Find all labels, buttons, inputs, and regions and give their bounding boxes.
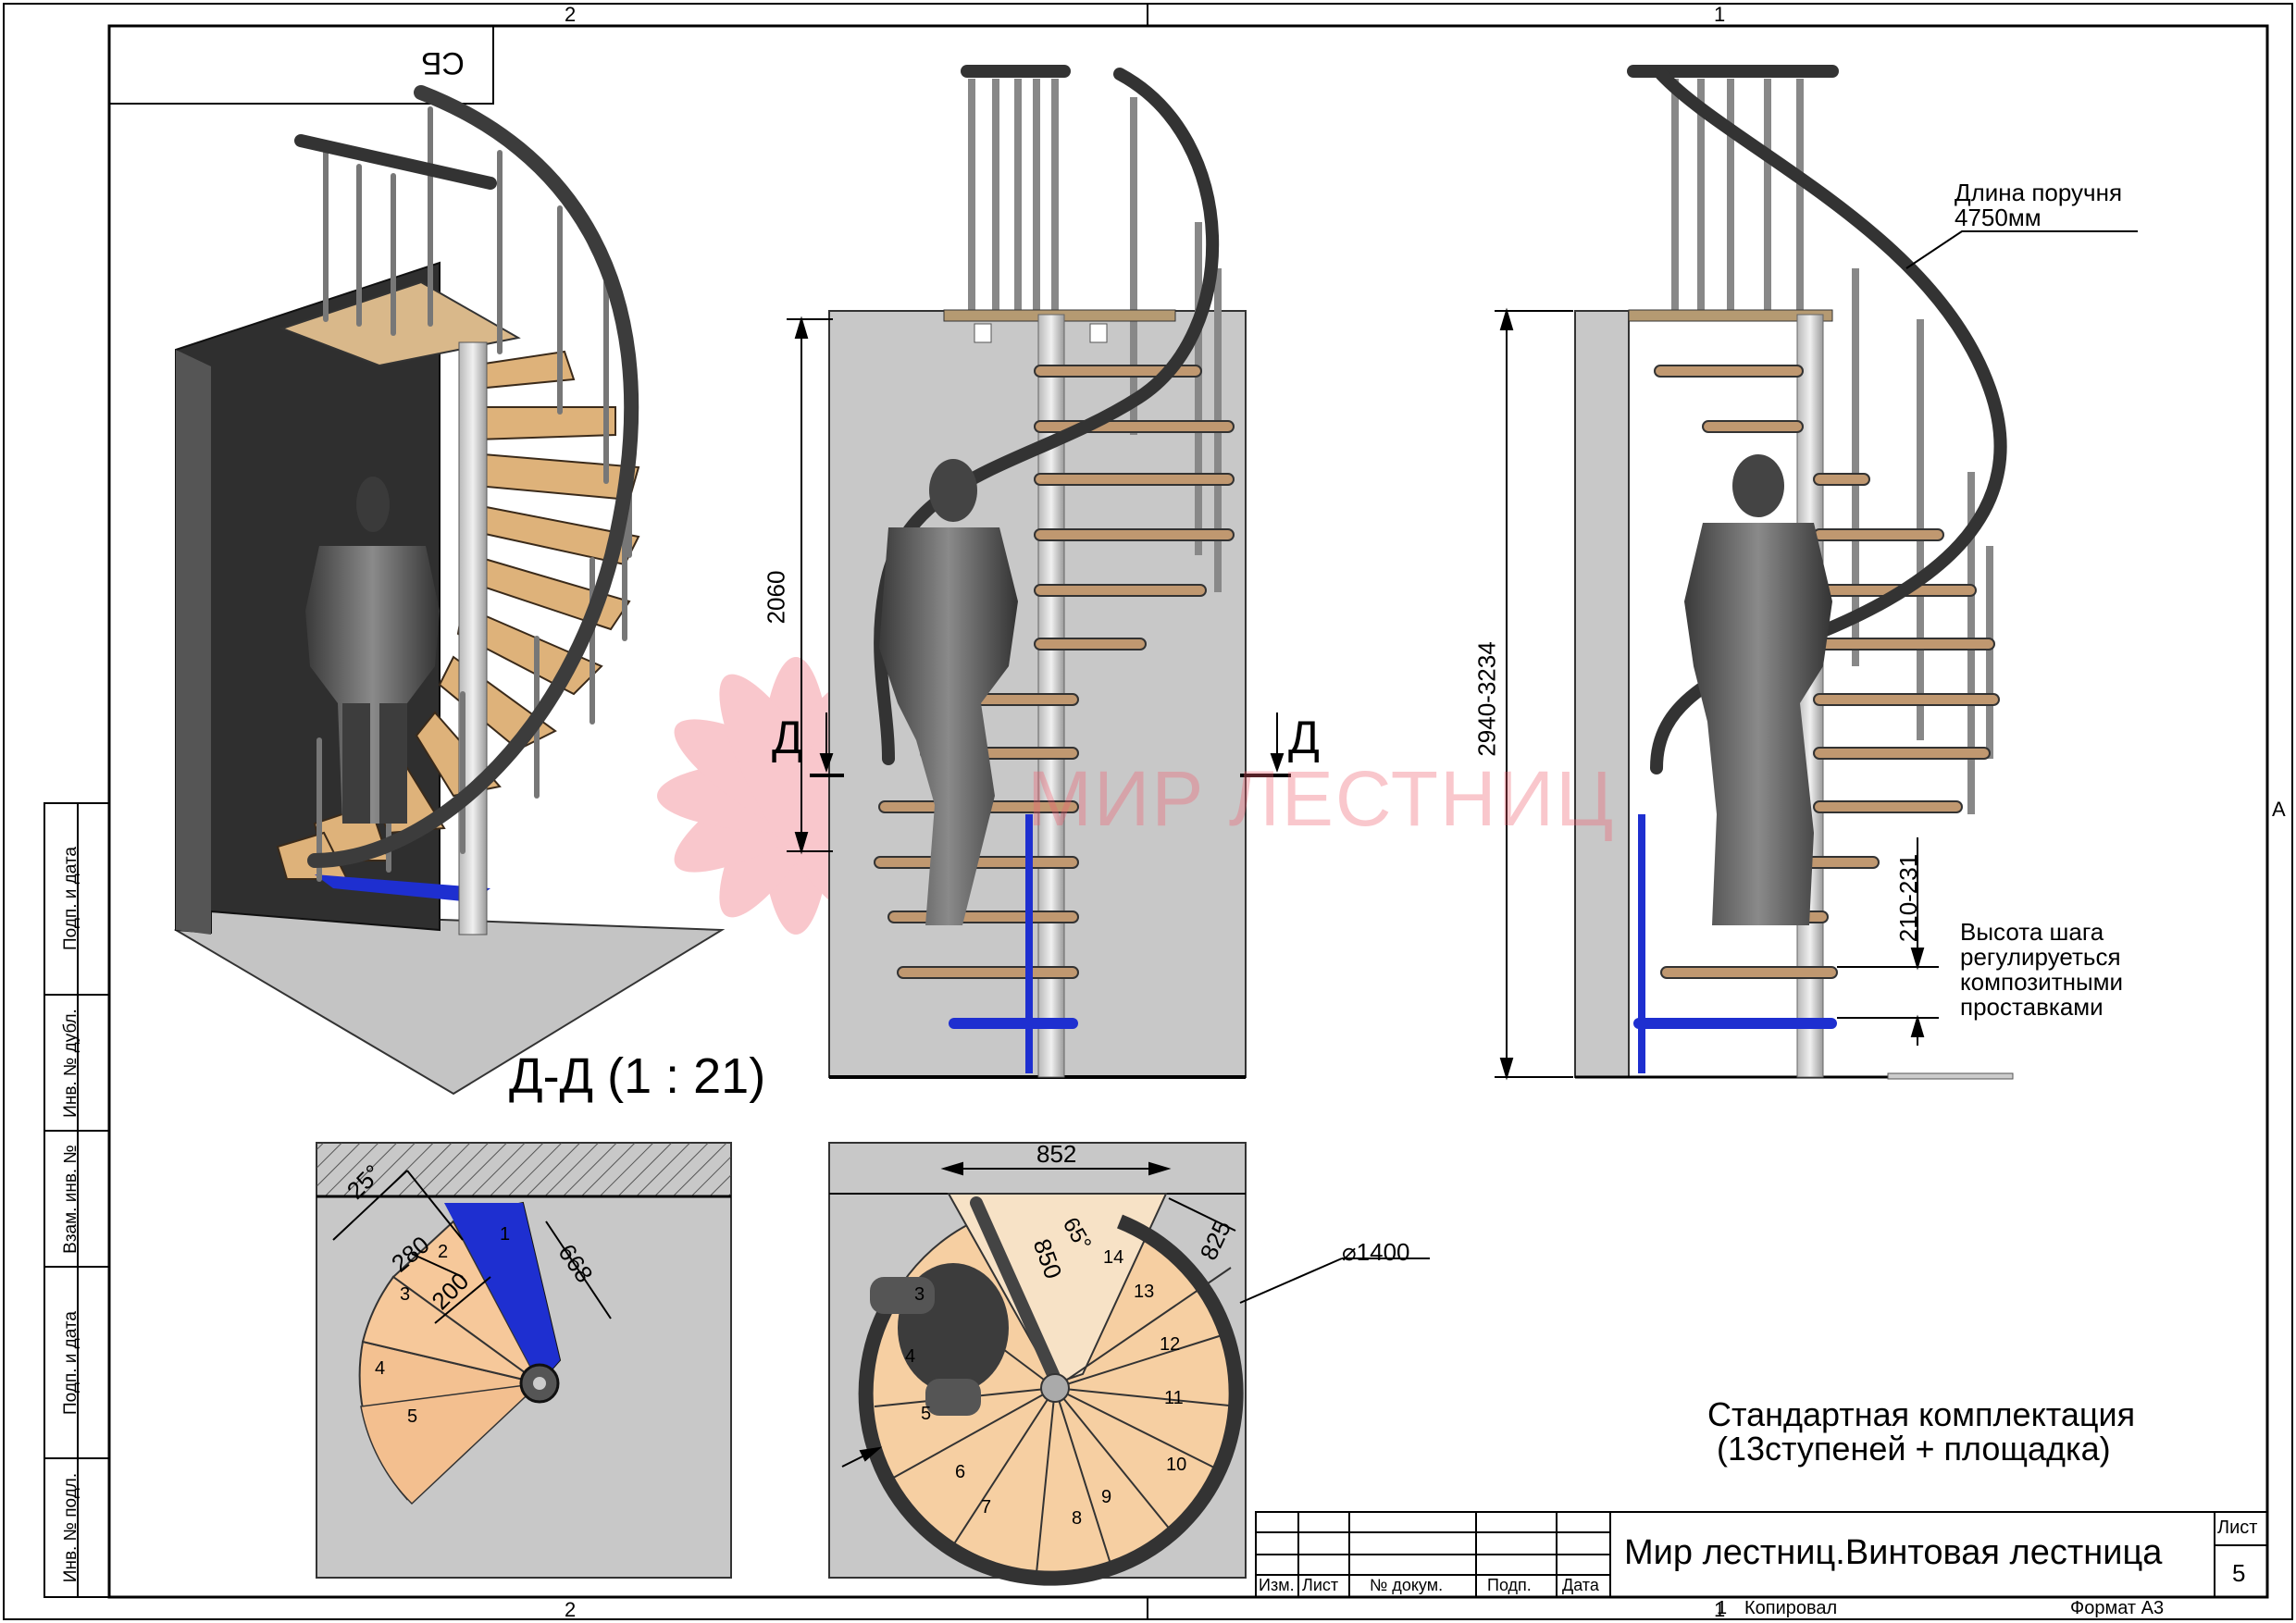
sheet-number: 5 [2232, 1559, 2246, 1587]
plan-view-left [316, 1142, 732, 1579]
step-note-line4: проставками [1960, 993, 2104, 1021]
cut-mark-left: Д [772, 712, 803, 763]
plan-left-step-4: 4 [375, 1358, 386, 1379]
package-line2: (13ступеней + площадка) [1717, 1430, 2111, 1468]
format-label: Формат А3 [2070, 1598, 2165, 1618]
side-stamp-frame [43, 802, 110, 1598]
stamp-field-4: Подп. и дата [61, 1311, 81, 1415]
person-figure-top [870, 1263, 1009, 1416]
col-doc: № докум. [1370, 1576, 1444, 1594]
title-block-frame [1255, 1511, 2268, 1598]
isometric-view [173, 85, 726, 1096]
dimension-lines [787, 230, 2138, 1081]
plan-right-step-9: 9 [1101, 1487, 1112, 1507]
rotated-code: СБ [421, 45, 465, 81]
watermark-text: МИР ЛЕСТНИЦ [1027, 755, 1616, 842]
stamp-field-2: Инв. № дубл. [61, 1009, 81, 1118]
zone-label-side: A [2272, 798, 2286, 821]
plan-right-diameter: ⌀1400 [1342, 1238, 1410, 1266]
zone-label-top-right: 1 [1714, 3, 1726, 26]
plan-right-step-13: 13 [1134, 1282, 1155, 1302]
right-elevation [1574, 65, 2014, 1080]
col-podp: Подп. [1487, 1576, 1532, 1594]
plan-left-step-2: 2 [438, 1242, 449, 1262]
plan-right-step-4: 4 [905, 1346, 916, 1367]
plan-right-dim-852: 852 [1036, 1140, 1077, 1168]
package-line1: Стандартная комплектация [1707, 1395, 2136, 1433]
plan-right-step-12: 12 [1160, 1334, 1181, 1355]
step-note-line1: Высота шага [1960, 918, 2104, 946]
plan-right-step-11: 11 [1164, 1388, 1184, 1408]
person-figure-right [1684, 454, 1832, 925]
col-izm: Изм. [1259, 1576, 1295, 1594]
stamp-field-1: Подп. и дата [61, 847, 81, 950]
plan-right-step-6: 6 [955, 1462, 966, 1482]
dim-2060: 2060 [762, 570, 790, 625]
plan-left-step-1: 1 [500, 1224, 511, 1245]
handrail-note-line1: Длина поручня [1955, 179, 2123, 206]
copy-number: 1 [1717, 1598, 1728, 1618]
plan-right-step-10: 10 [1166, 1455, 1187, 1475]
middle-elevation [828, 65, 1247, 1079]
cut-mark-right: Д [1288, 712, 1320, 763]
stamp-field-5: Инв. № подл. [61, 1472, 81, 1583]
copied-label: Копировал [1744, 1598, 1838, 1618]
dim-2940-3234: 2940-3234 [1472, 641, 1501, 757]
person-figure-middle [879, 459, 1018, 925]
title-block-title: Мир лестниц.Винтовая лестница [1624, 1533, 2163, 1572]
sheet-label: Лист [2217, 1518, 2258, 1538]
step-note-line2: регулируеться [1960, 943, 2121, 971]
plan-right-step-3: 3 [914, 1284, 925, 1305]
dim-210-231: 210-231 [1894, 853, 1923, 943]
step-note-line3: композитными [1960, 968, 2124, 996]
plan-right-step-7: 7 [981, 1497, 992, 1518]
plan-right-step-5: 5 [921, 1404, 932, 1424]
section-label: Д-Д (1 : 21) [509, 1048, 766, 1104]
sheet-frame [3, 3, 2293, 1620]
plan-right-step-8: 8 [1072, 1508, 1083, 1529]
person-figure-iso [305, 477, 440, 824]
stamp-field-3: Взам. инв. № [61, 1145, 81, 1254]
col-list: Лист [1302, 1576, 1339, 1594]
plan-left-step-5: 5 [407, 1406, 418, 1427]
zone-label-bottom-left: 2 [565, 1598, 577, 1621]
zone-label-top-left: 2 [565, 3, 577, 26]
handrail-note-line2: 4750мм [1955, 204, 2042, 231]
zone-label-bottom-right: 1 [1714, 1598, 1726, 1621]
plan-right-step-14: 14 [1103, 1247, 1124, 1268]
col-data: Дата [1562, 1576, 1599, 1594]
plan-left-step-3: 3 [400, 1284, 411, 1305]
plan-view-right [828, 1142, 1430, 1586]
